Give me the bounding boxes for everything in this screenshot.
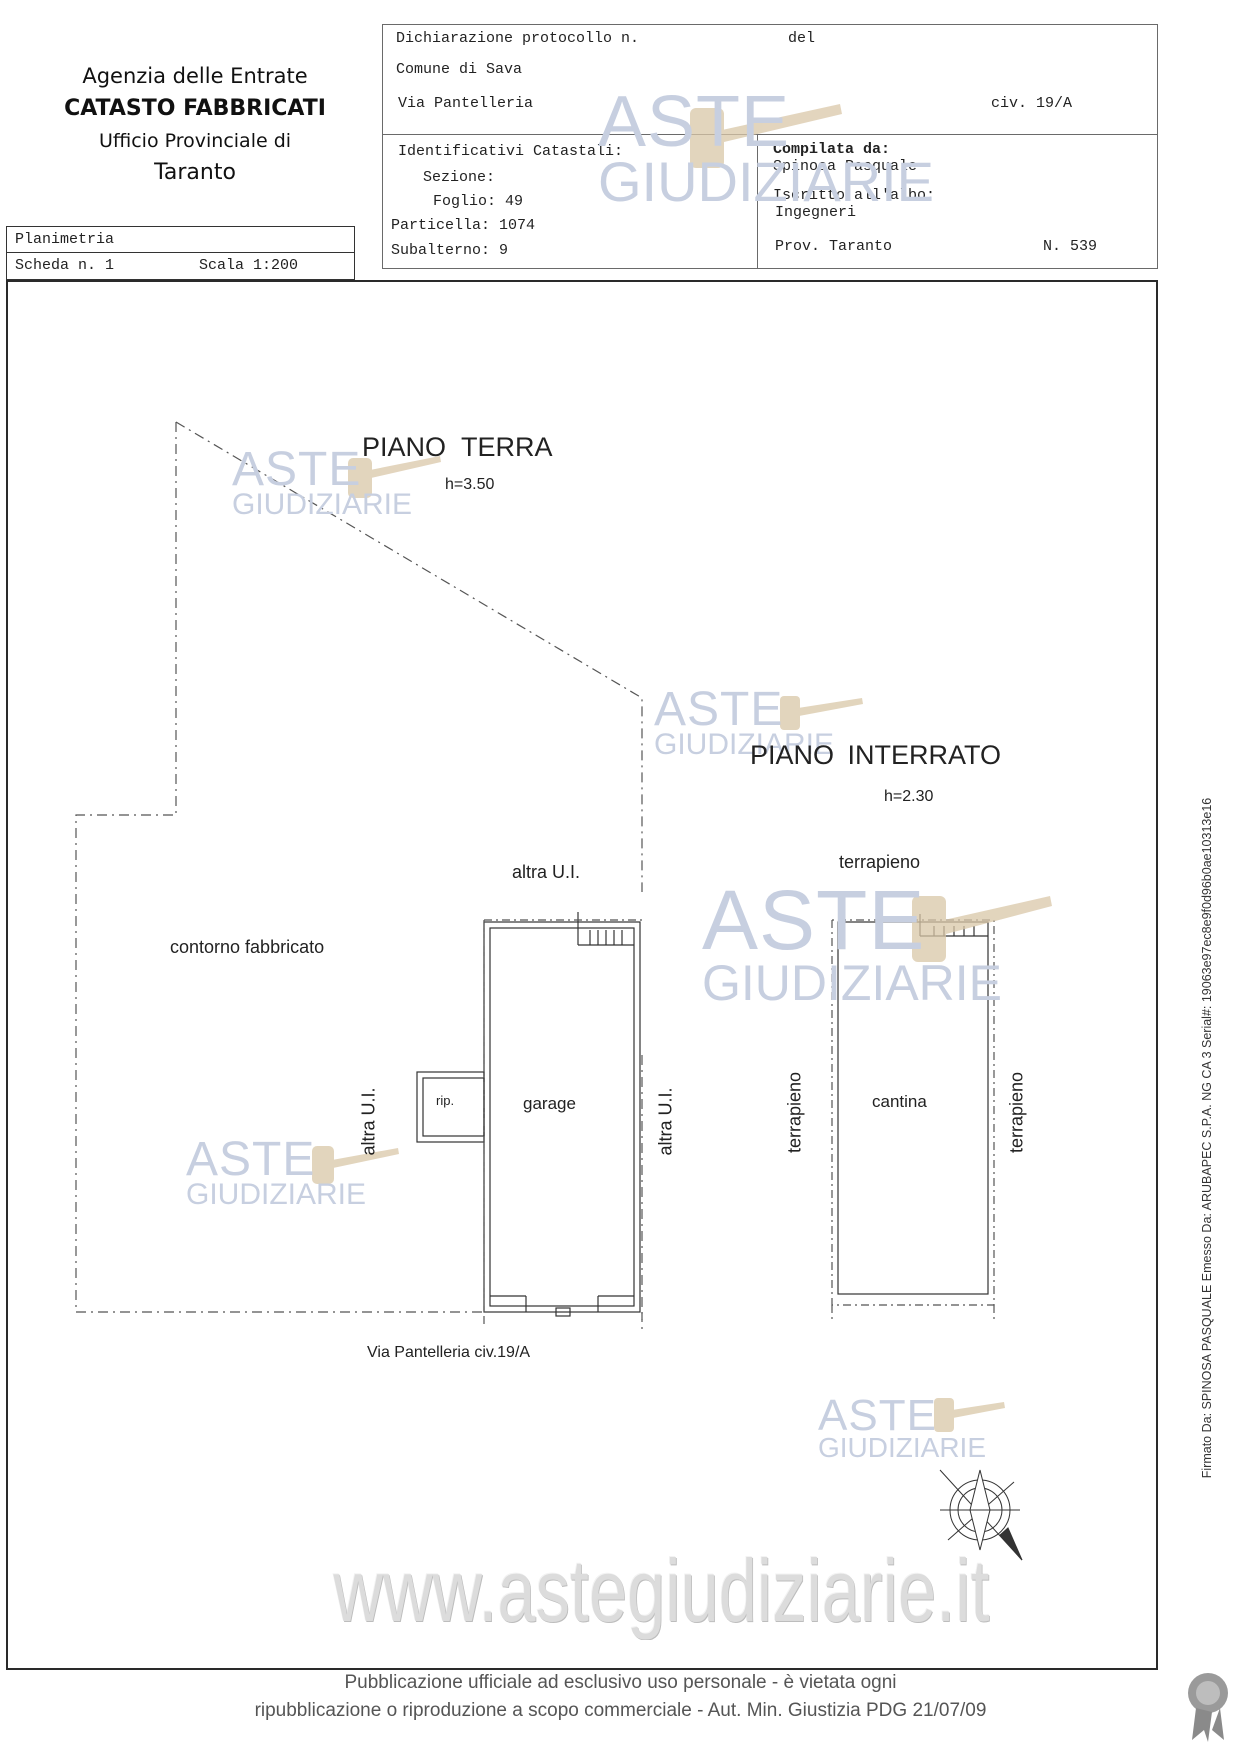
garage-label: garage [523,1094,576,1113]
cantina-label: cantina [872,1092,927,1111]
scheda-box: Planimetria Scheda n. 1 Scala 1:200 [6,226,355,280]
agency-department: CATASTO FABBRICATI [64,96,326,121]
piano-terra-title: PIANO TERRA [362,432,553,462]
contorno-label: contorno fabbricato [170,937,325,957]
cantina-outer-dashed [831,919,995,1320]
albo-value: Ingegneri [775,204,857,221]
terrapieno-right: terrapieno [1006,1071,1027,1154]
del-label: del [788,30,816,47]
footer-line1: Pubblicazione ufficiale ad esclusivo uso… [344,1672,897,1693]
garage-walls [416,912,641,1317]
terrapieno-left: terrapieno [784,1071,805,1154]
civ-label: civ. 19/A [991,95,1073,112]
north-arrow-icon [939,1469,1023,1561]
piano-interrato-height: h=2.30 [884,788,934,805]
particella-label: Particella: 1074 [391,217,536,234]
planimetria-label: Planimetria [15,231,115,248]
piano-interrato-title: PIANO INTERRATO [750,740,1002,770]
digital-signature: Firmato Da: SPINOSA PASQUALE Emesso Da: … [1200,797,1214,1479]
piano-terra-height: h=3.50 [445,476,495,493]
comune-label: Comune di Sava [396,61,523,78]
identificativi-title: Identificativi Catastali: [398,143,624,160]
agency-office: Ufficio Provinciale di [98,130,292,152]
foglio-label: Foglio: 49 [433,193,524,210]
footer-line2: ripubblicazione o riproduzione a scopo c… [254,1700,987,1721]
prov-label: Prov. Taranto [775,238,893,255]
scheda-number: Scheda n. 1 [15,257,115,274]
iscritto-label: Iscritto all'albo: [773,187,936,204]
drawing-frame [6,280,1158,1670]
sezione-label: Sezione: [423,169,496,186]
compilata-title: Compilata da: [773,141,891,158]
scheda-scale: Scala 1:200 [199,257,299,274]
compilata-name: Spinosa Pasquale [773,158,918,175]
via-pantelleria-label: Via Pantelleria civ.19/A [367,1344,531,1361]
scheda-divider [7,252,354,253]
header-box: Dichiarazione protocollo n. del Comune d… [382,24,1158,269]
albo-number: N. 539 [1043,238,1098,255]
building-contour [75,421,643,1330]
garage-outer-dashed [483,919,642,1325]
via-label: Via Pantelleria [398,95,534,112]
gavel-watermarks [312,104,1052,1432]
altra-ui-left: altra U.I. [358,1087,379,1156]
header-divider-v [757,134,758,268]
agency-name: Agenzia delle Entrate [82,64,308,88]
dichiarazione-label: Dichiarazione protocollo n. [396,30,640,47]
altra-ui-top: altra U.I. [512,862,581,882]
seal-icon [1188,1673,1228,1742]
rip-label: rip. [436,1093,455,1108]
altra-ui-right: altra U.I. [655,1087,676,1156]
agency-city: Taranto [154,160,236,185]
terrapieno-top: terrapieno [839,852,921,872]
header-divider-h [383,134,1157,135]
subalterno-label: Subalterno: 9 [391,242,509,259]
